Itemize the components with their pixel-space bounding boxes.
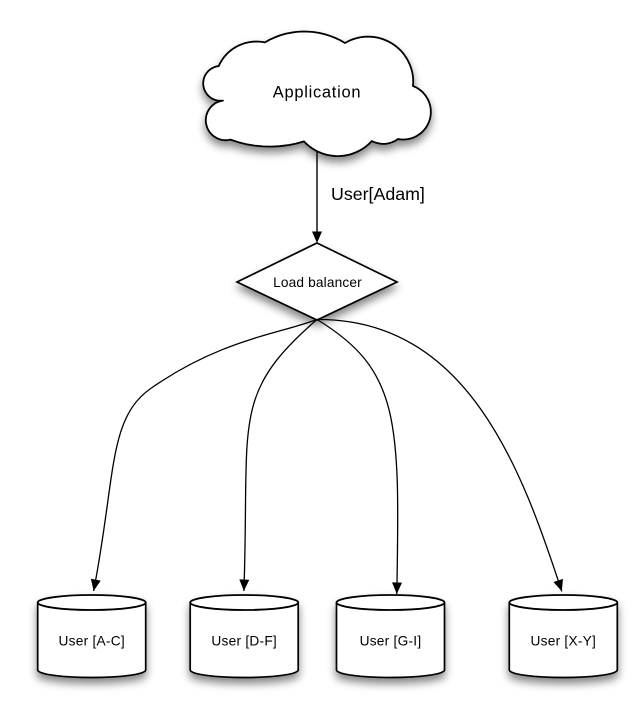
svg-text:Load balancer: Load balancer xyxy=(273,275,362,290)
svg-text:User[Adam]: User[Adam] xyxy=(331,184,425,204)
svg-text:Application: Application xyxy=(273,84,361,102)
svg-text:User [G-I]: User [G-I] xyxy=(360,633,422,648)
svg-text:User [X-Y]: User [X-Y] xyxy=(530,633,596,648)
svg-text:User [A-C]: User [A-C] xyxy=(59,633,125,648)
svg-text:User [D-F]: User [D-F] xyxy=(211,633,277,648)
